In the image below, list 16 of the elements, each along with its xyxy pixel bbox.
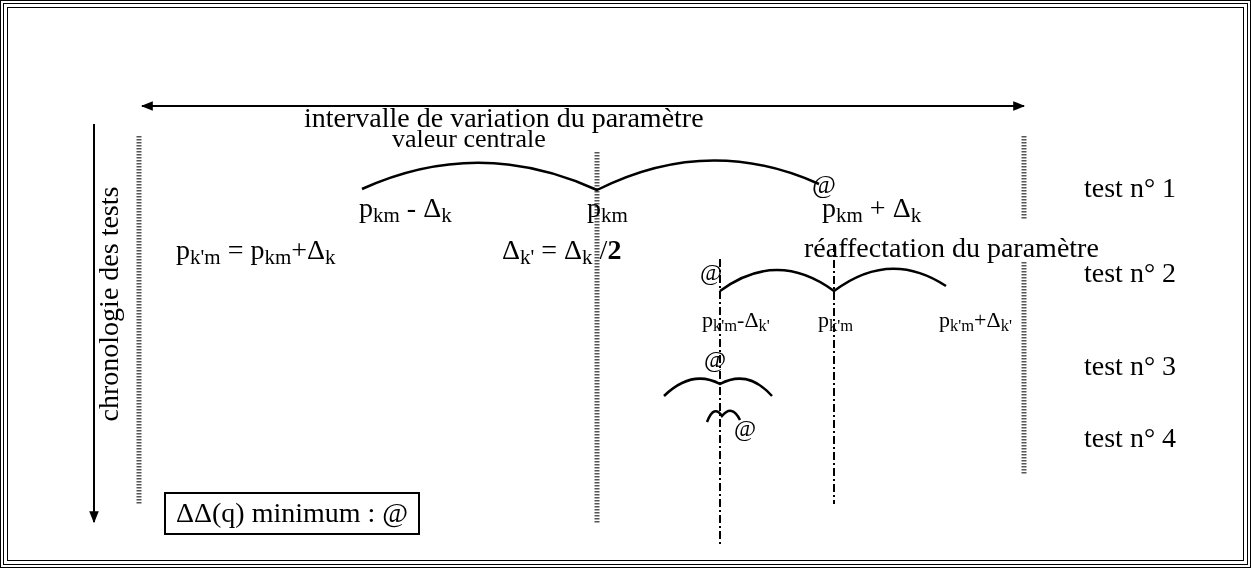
- diagram-label: @: [734, 416, 757, 440]
- legend-box: ΔΔ(q) minimum : @: [164, 492, 421, 535]
- diagram-label: p$_{km}$ - Δ$_{k}$: [359, 194, 452, 227]
- diagram-label: test n° 1: [1084, 174, 1177, 202]
- diagram-label: p$_{k'm}$ = p$_{km}$+Δ$_{k}$: [176, 236, 336, 269]
- diagram-label: @: [704, 347, 727, 371]
- diagram-label: test n° 3: [1084, 352, 1177, 380]
- diagram-label: réaffectation du paramètre: [804, 234, 1099, 262]
- diagram-label: p$_{k'm}$+Δ$_{k'}$: [939, 309, 1012, 335]
- axis-label: chronologie des tests: [95, 186, 123, 422]
- diagram-label: Δ$_{k'}$ = Δ$_{k}$ /2: [502, 236, 622, 269]
- diagram-label: test n° 2: [1084, 259, 1177, 287]
- diagram-label: p$_{km}$: [587, 194, 628, 227]
- diagram-label: valeur centrale: [392, 126, 546, 152]
- diagram-label: @: [700, 260, 723, 284]
- diagram-label: test n° 4: [1084, 424, 1177, 452]
